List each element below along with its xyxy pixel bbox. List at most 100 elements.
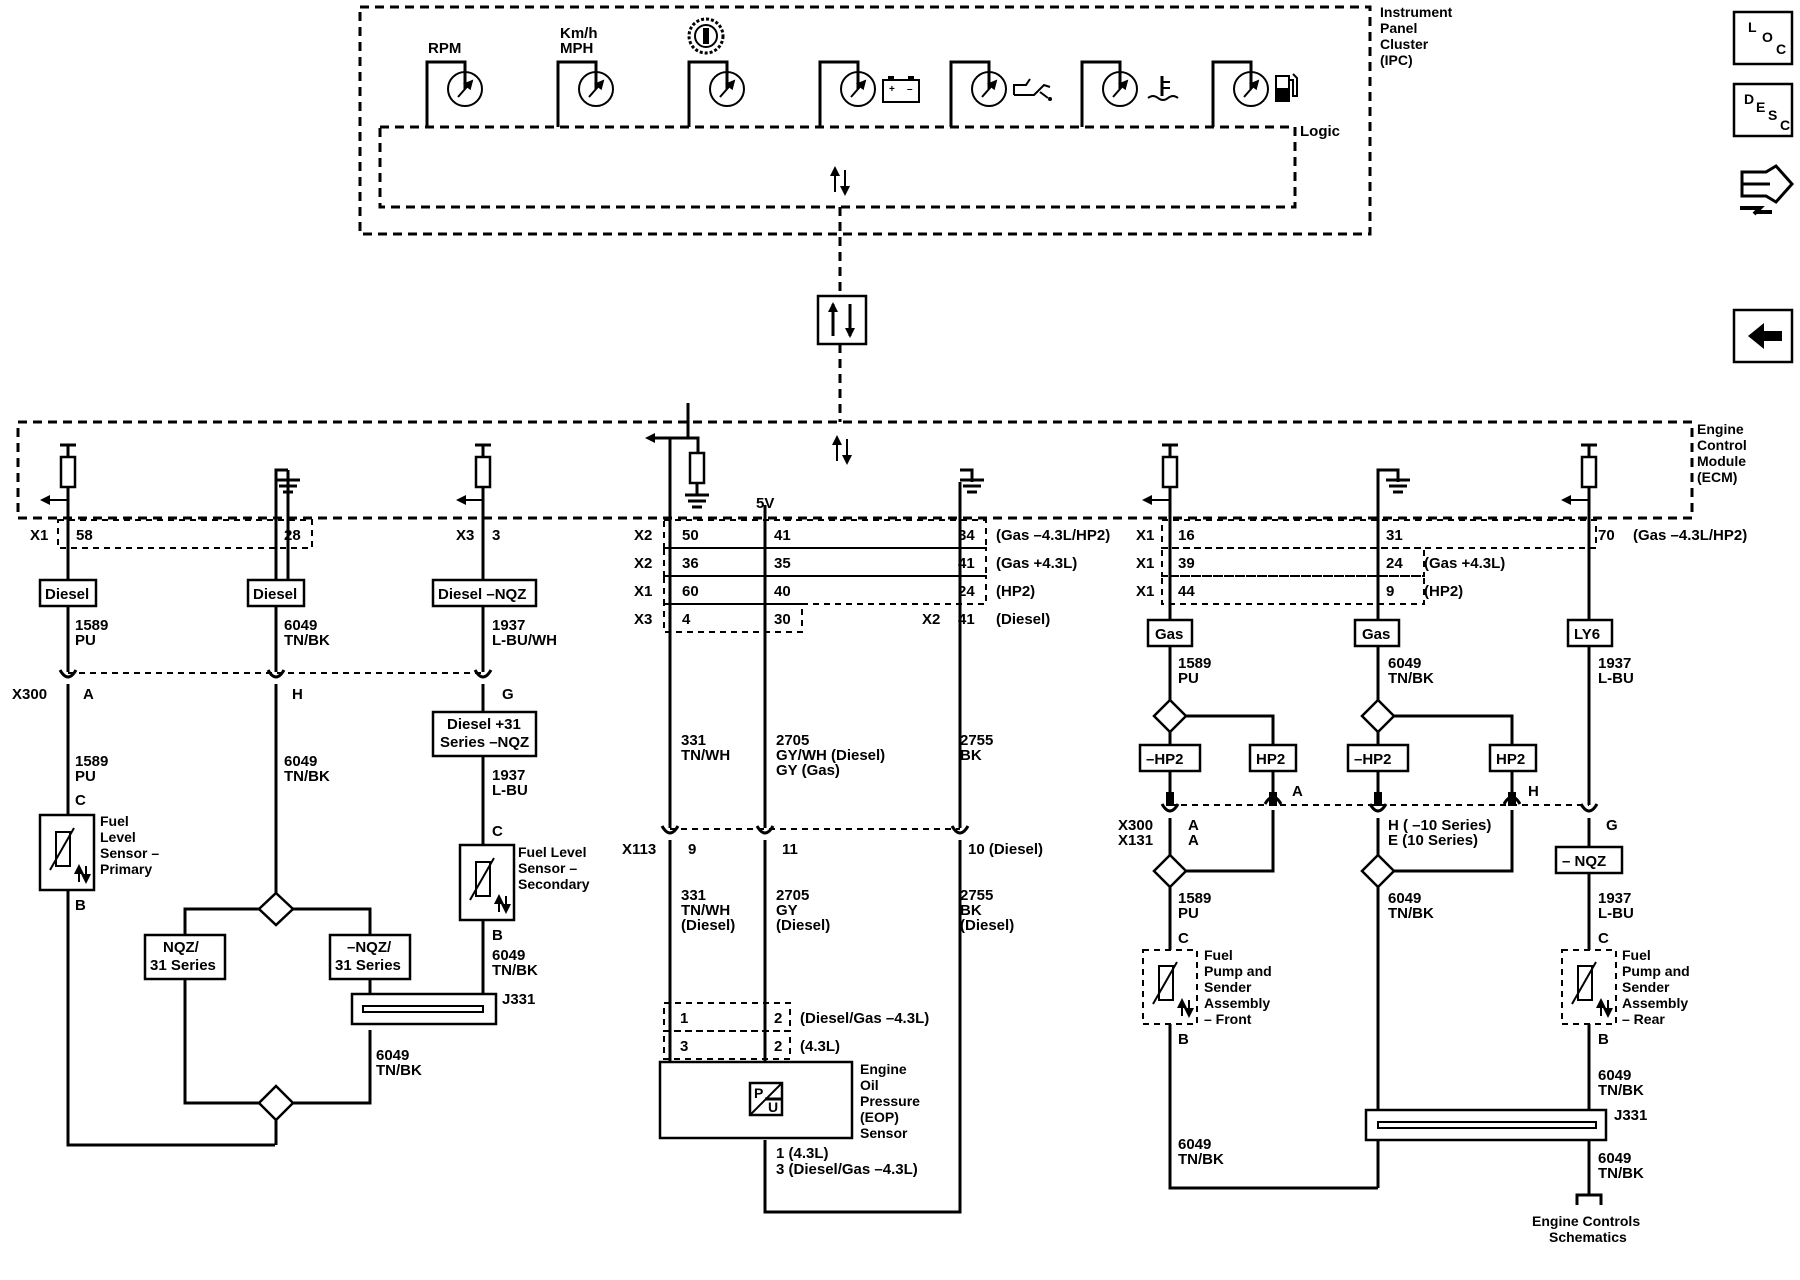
svg-text:2755: 2755	[960, 887, 993, 904]
svg-text:Schematics: Schematics	[1549, 1229, 1627, 1245]
svg-text:50: 50	[682, 527, 699, 544]
svg-text:C: C	[492, 823, 503, 840]
svg-text:1 (4.3L): 1 (4.3L)	[776, 1145, 829, 1162]
svg-text:TN/BK: TN/BK	[492, 962, 538, 979]
svg-text:9: 9	[688, 841, 696, 858]
engine-oil-pressure-sensor: P U Engine Oil Pressure (EOP) Sensor	[658, 1060, 920, 1141]
coolant-temp-icon	[1147, 76, 1179, 101]
svg-text:70: 70	[1598, 527, 1615, 544]
svg-text:E (10 Series): E (10 Series)	[1388, 832, 1478, 849]
svg-text:331: 331	[681, 732, 706, 749]
svg-text:Level: Level	[100, 829, 136, 845]
svg-text:PU: PU	[1178, 905, 1199, 922]
svg-text:–HP2: –HP2	[1146, 751, 1184, 768]
svg-text:(Diesel): (Diesel)	[681, 917, 735, 934]
svg-text:(Diesel): (Diesel)	[776, 917, 830, 934]
svg-text:– Front: – Front	[1204, 1011, 1252, 1027]
svg-text:L-BU/WH: L-BU/WH	[492, 632, 557, 649]
svg-text:(Diesel/Gas –4.3L): (Diesel/Gas –4.3L)	[800, 1010, 929, 1027]
svg-text:6049: 6049	[1598, 1150, 1631, 1167]
svg-text:GY: GY	[776, 902, 798, 919]
svg-text:L-BU: L-BU	[1598, 670, 1634, 687]
svg-text:11: 11	[782, 841, 798, 858]
svg-text:24: 24	[958, 583, 975, 600]
gauge-coolant	[1080, 60, 1179, 127]
svg-text:A: A	[83, 686, 94, 703]
svg-text:TN/BK: TN/BK	[1388, 670, 1434, 687]
svg-text:Pump and: Pump and	[1622, 963, 1690, 979]
gauge-speedometer: Km/h MPH	[556, 25, 614, 127]
svg-text:6049: 6049	[1598, 1067, 1631, 1084]
fuel-level-sensor-primary: Fuel Level Sensor – Primary	[38, 813, 159, 892]
svg-text:3: 3	[492, 527, 500, 544]
ipc-data-arrows	[830, 166, 850, 295]
middle-section: X2 50 41 34 (Gas –4.3L/HP2) X2 36 35 41 …	[622, 438, 1110, 1214]
nav-desc-button[interactable]: D E S C	[1732, 82, 1794, 138]
svg-text:1: 1	[680, 1010, 688, 1027]
svg-text:HP2: HP2	[1496, 751, 1525, 768]
svg-text:LY6: LY6	[1574, 626, 1600, 643]
svg-text:X113: X113	[622, 841, 656, 858]
svg-text:TN/BK: TN/BK	[1598, 1082, 1644, 1099]
svg-text:O: O	[1762, 29, 1773, 45]
svg-text:2: 2	[774, 1038, 782, 1055]
svg-text:Engine Controls: Engine Controls	[1532, 1213, 1640, 1229]
gauge-transmission	[687, 17, 745, 127]
svg-text:Primary: Primary	[100, 861, 152, 877]
svg-text:B: B	[1178, 1031, 1189, 1048]
svg-text:31 Series: 31 Series	[335, 957, 401, 974]
svg-text:Assembly: Assembly	[1204, 995, 1270, 1011]
svg-text:TN/BK: TN/BK	[376, 1062, 422, 1079]
svg-text:Series –NQZ: Series –NQZ	[440, 734, 529, 751]
nav-loc-button[interactable]: L O C	[1732, 10, 1794, 66]
svg-text:H: H	[292, 686, 303, 703]
back-arrow-icon[interactable]	[1732, 308, 1794, 364]
svg-text:X1: X1	[30, 527, 48, 544]
svg-text:31 Series: 31 Series	[150, 957, 216, 974]
svg-text:3: 3	[680, 1038, 688, 1055]
svg-text:44: 44	[1178, 583, 1195, 600]
svg-text:30: 30	[774, 611, 791, 628]
svg-text:B: B	[75, 897, 86, 914]
gauge-fuel	[1211, 60, 1298, 127]
svg-text:B: B	[1598, 1031, 1609, 1048]
svg-text:(Diesel): (Diesel)	[996, 611, 1050, 628]
svg-text:(HP2): (HP2)	[996, 583, 1035, 600]
svg-text:G: G	[502, 686, 514, 703]
svg-text:MPH: MPH	[560, 40, 593, 57]
fuel-level-sensor-secondary: Fuel Level Sensor – Secondary	[458, 843, 590, 922]
svg-text:TN/BK: TN/BK	[1598, 1165, 1644, 1182]
svg-text:1589: 1589	[1178, 655, 1211, 672]
svg-text:Assembly: Assembly	[1622, 995, 1688, 1011]
svg-text:6049: 6049	[284, 753, 317, 770]
svg-text:Fuel: Fuel	[100, 813, 129, 829]
svg-text:A: A	[1188, 832, 1199, 849]
svg-text:TN/BK: TN/BK	[1178, 1151, 1224, 1168]
svg-text:(Diesel): (Diesel)	[960, 917, 1014, 934]
svg-text:(Gas +4.3L): (Gas +4.3L)	[1424, 555, 1505, 572]
svg-text:Fuel Level: Fuel Level	[518, 844, 586, 860]
svg-text:B: B	[492, 927, 503, 944]
svg-text:2: 2	[774, 1010, 782, 1027]
connector-end-view-icon[interactable]	[1740, 164, 1795, 216]
svg-text:PU: PU	[1178, 670, 1199, 687]
transmission-temp-icon	[687, 17, 725, 55]
svg-text:Diesel: Diesel	[45, 586, 89, 603]
svg-text:Oil: Oil	[860, 1077, 879, 1093]
svg-text:S: S	[1768, 107, 1777, 123]
svg-text:1937: 1937	[492, 617, 525, 634]
svg-text:2705: 2705	[776, 887, 809, 904]
svg-text:H: H	[1528, 783, 1539, 800]
svg-text:Diesel –NQZ: Diesel –NQZ	[438, 586, 526, 603]
svg-text:PU: PU	[75, 632, 96, 649]
svg-text:Secondary: Secondary	[518, 876, 590, 892]
svg-text:X300: X300	[12, 686, 47, 703]
battery-icon: +–	[882, 76, 920, 103]
svg-text:X2: X2	[634, 555, 652, 572]
option-minus-nqz	[1554, 845, 1624, 875]
svg-text:1589: 1589	[75, 617, 108, 634]
oil-can-icon	[1013, 78, 1052, 101]
svg-text:TN/BK: TN/BK	[284, 632, 330, 649]
svg-text:TN/WH: TN/WH	[681, 747, 730, 764]
svg-text:Sender: Sender	[1622, 979, 1670, 995]
